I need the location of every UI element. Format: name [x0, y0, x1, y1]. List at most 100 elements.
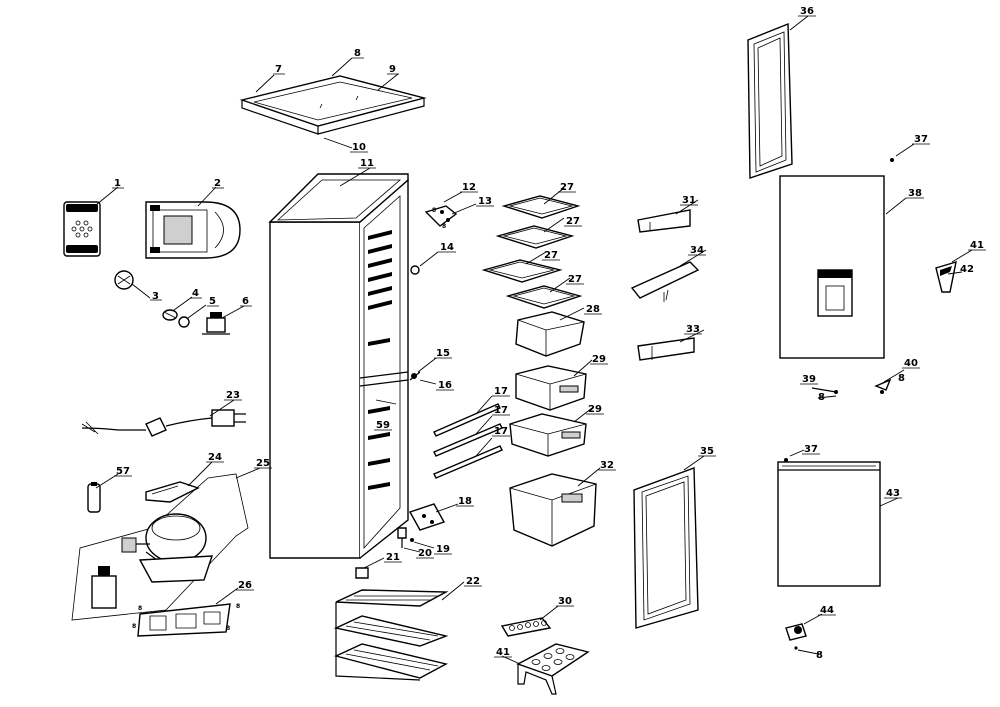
part-57-relay — [87, 473, 119, 513]
part-29a-drawer — [515, 359, 593, 411]
callout-34: 34 — [690, 245, 704, 256]
callout-40: 40 — [904, 358, 918, 369]
part-15-16-hinge-pin — [409, 357, 437, 385]
callout-35: 35 — [700, 446, 714, 457]
part-11-cabinet — [268, 167, 409, 559]
callout-32: 32 — [600, 460, 614, 471]
callout-17a: 17 — [494, 386, 508, 397]
part-19-20-21-feet — [355, 527, 435, 579]
callout-8d: 8 — [816, 650, 823, 661]
callout-8e: 8 — [138, 605, 142, 612]
part-22-wire-shelves — [333, 581, 465, 681]
part-17-rods — [433, 395, 503, 479]
part-25-compressor-assembly — [71, 467, 261, 621]
callout-27d: 27 — [568, 274, 582, 285]
callout-12: 12 — [462, 182, 476, 193]
callout-4: 4 — [192, 288, 199, 299]
part-3-thermostat-knob — [114, 270, 151, 299]
callout-6: 6 — [242, 296, 249, 307]
callout-17c: 17 — [494, 426, 508, 437]
callout-41a: 41 — [970, 240, 984, 251]
callout-8j: 8 — [442, 223, 446, 230]
callout-38: 38 — [908, 188, 922, 199]
part-28-crisper — [515, 307, 585, 357]
callout-27a: 27 — [560, 182, 574, 193]
part-4-5-lamp — [162, 296, 207, 328]
callout-19: 19 — [436, 544, 450, 555]
callout-1: 1 — [114, 178, 121, 189]
callout-43: 43 — [886, 488, 900, 499]
part-36-fridge-gasket — [747, 15, 809, 179]
callout-41b: 41 — [496, 647, 510, 658]
part-29b-drawer — [509, 407, 593, 457]
callout-21: 21 — [386, 552, 400, 563]
part-38-fridge-door — [779, 175, 907, 359]
callout-30: 30 — [558, 596, 572, 607]
part-27-glass-shelves — [481, 187, 583, 309]
callout-8g: 8 — [132, 623, 136, 630]
callout-23: 23 — [226, 390, 240, 401]
callout-20: 20 — [418, 548, 432, 559]
callout-17b: 17 — [494, 405, 508, 416]
callout-37b: 37 — [804, 444, 818, 455]
callout-13: 13 — [478, 196, 492, 207]
part-41-42-handle — [935, 249, 973, 293]
part-33-door-bin — [637, 329, 705, 361]
callout-44: 44 — [820, 605, 834, 616]
top-cover-panel — [239, 57, 427, 149]
part-37-screw-bottom — [784, 449, 805, 462]
part-37-screw-top — [890, 143, 915, 162]
part-30-ice-tray — [500, 605, 559, 637]
part-1-control-panel — [63, 186, 119, 257]
callout-59: 59 — [376, 420, 390, 431]
part-39-40-door-hinge — [811, 369, 905, 399]
callout-16: 16 — [438, 380, 452, 391]
callout-29b: 29 — [588, 404, 602, 415]
callout-8i: 8 — [432, 207, 436, 214]
callout-numbers: 1 2 3 4 5 6 7 8 9 10 11 12 13 14 15 16 1… — [114, 6, 984, 661]
part-41-egg-tray — [501, 643, 590, 695]
part-23-power-cord — [81, 399, 246, 437]
callout-25: 25 — [256, 458, 270, 469]
part-34-door-bin — [630, 249, 707, 302]
callout-36: 36 — [800, 6, 814, 17]
part-12-13-hinge — [424, 191, 477, 227]
callout-8: 8 — [354, 48, 361, 59]
callout-22: 22 — [466, 576, 480, 587]
part-2-cover — [145, 186, 241, 259]
part-44-foot — [785, 613, 823, 655]
callout-27c: 27 — [544, 250, 558, 261]
callout-33: 33 — [686, 324, 700, 335]
callout-8b: 8 — [898, 373, 905, 384]
part-6-switch — [202, 305, 245, 335]
callout-3: 3 — [152, 291, 159, 302]
part-35-freezer-gasket — [633, 455, 705, 629]
part-43-freezer-door — [777, 461, 899, 587]
callout-2: 2 — [214, 178, 221, 189]
part-32-freezer-drawer — [509, 467, 601, 547]
part-26-base-plate — [137, 587, 239, 637]
callout-26: 26 — [238, 580, 252, 591]
callout-27b: 27 — [566, 216, 580, 227]
part-18-bottom-hinge — [408, 503, 459, 531]
callout-7: 7 — [275, 64, 282, 75]
callout-underlines — [112, 15, 986, 658]
callout-9: 9 — [389, 64, 396, 75]
callout-8f: 8 — [236, 603, 240, 610]
callout-31: 31 — [682, 195, 696, 206]
callout-18: 18 — [458, 496, 472, 507]
callout-10: 10 — [352, 142, 366, 153]
callout-8c: 8 — [818, 392, 825, 403]
part-14-screw — [410, 251, 439, 275]
callout-39: 39 — [802, 374, 816, 385]
part-31-door-bin — [637, 199, 699, 233]
callout-15: 15 — [436, 348, 450, 359]
callout-14: 14 — [440, 242, 454, 253]
callout-28: 28 — [586, 304, 600, 315]
callout-37a: 37 — [914, 134, 928, 145]
callout-29a: 29 — [592, 354, 606, 365]
callout-42: 42 — [960, 264, 974, 275]
callout-24: 24 — [208, 452, 222, 463]
callout-57: 57 — [116, 466, 130, 477]
